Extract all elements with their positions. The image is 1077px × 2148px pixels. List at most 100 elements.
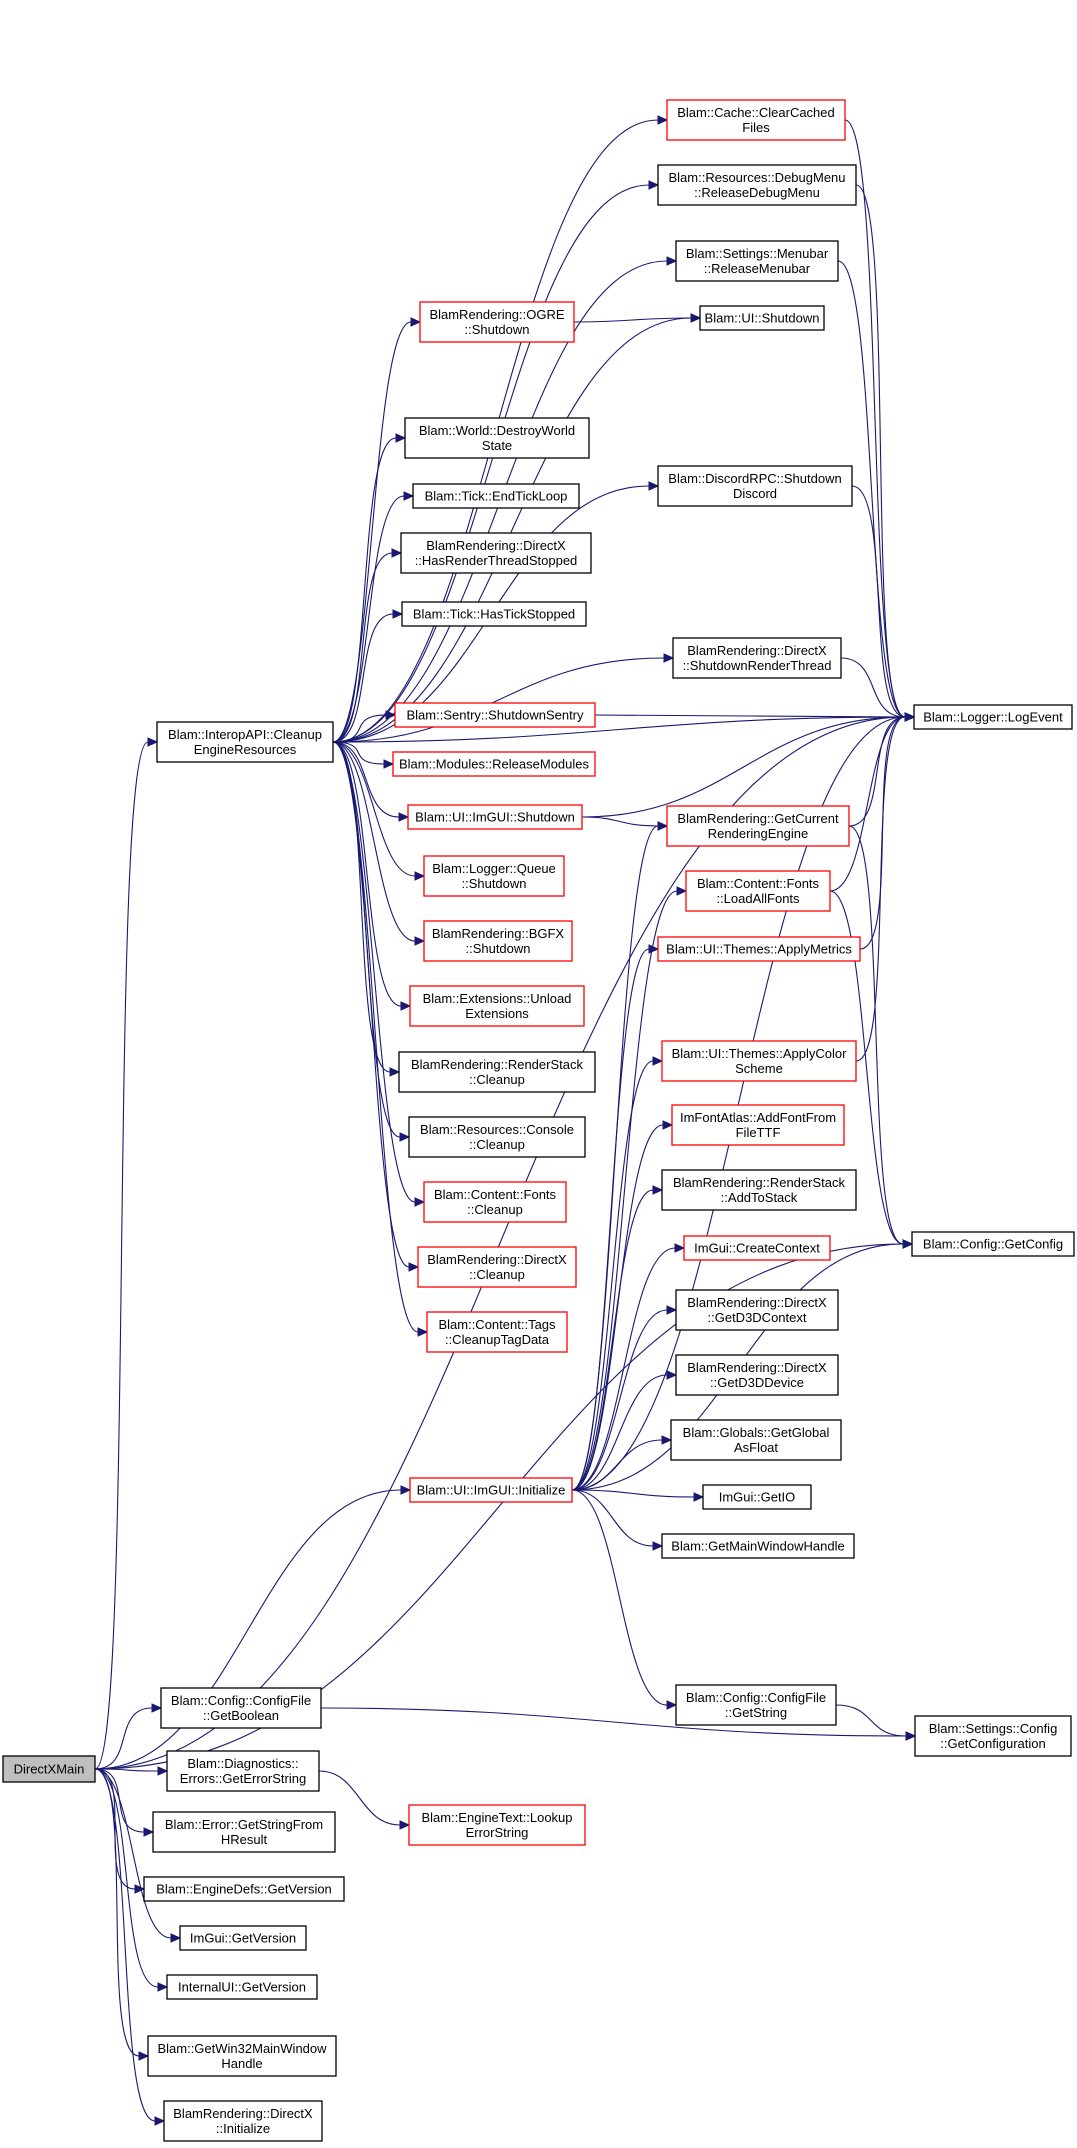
node-box (423, 855, 565, 897)
node-tick-end[interactable]: Blam::Tick::EndTickLoop (412, 483, 580, 509)
node-cfg-getstring[interactable]: Blam::Config::ConfigFile::GetString (675, 1684, 837, 1726)
node-logger-log[interactable]: Blam::Logger::LogEvent (913, 704, 1073, 730)
node-dx-shutdownrt[interactable]: BlamRendering::DirectX::ShutdownRenderTh… (672, 637, 842, 679)
edge-cleanup-to-tags-cleanup (332, 741, 429, 1337)
node-imgui-ver[interactable]: ImGui::GetVersion (179, 1925, 307, 1951)
node-dx-hasstopped[interactable]: BlamRendering::DirectX::HasRenderThreadS… (400, 532, 592, 574)
node-fonts-loadall[interactable]: Blam::Content::Fonts::LoadAllFonts (685, 870, 831, 912)
node-enginedefs-ver[interactable]: Blam::EngineDefs::GetVersion (143, 1876, 345, 1902)
node-imgui-shutdown[interactable]: Blam::UI::ImGUI::Shutdown (407, 804, 583, 830)
edge-directxmain-to-cfg-getbool (94, 1703, 163, 1770)
node-label: BlamRendering::OGRE (429, 307, 564, 322)
edge-cleanup-to-bgfx-shutdown (332, 741, 426, 946)
edge-themes-metrics-to-logger-log (859, 712, 916, 950)
node-dx-cleanup[interactable]: BlamRendering::DirectX::Cleanup (417, 1246, 577, 1288)
node-cfg-getbool[interactable]: Blam::Config::ConfigFile::GetBoolean (160, 1687, 322, 1729)
node-config-get[interactable]: Blam::Config::GetConfig (911, 1231, 1075, 1257)
node-label: ::AddToStack (721, 1190, 798, 1205)
node-sentry-shutdown[interactable]: Blam::Sentry::ShutdownSentry (394, 702, 596, 728)
node-tick-hasstopped[interactable]: Blam::Tick::HasTickStopped (401, 601, 587, 627)
node-console-cleanup[interactable]: Blam::Resources::Console::Cleanup (408, 1116, 586, 1158)
arrowhead-icon (417, 1327, 429, 1337)
node-box (675, 1684, 837, 1726)
node-box (394, 702, 596, 728)
node-diag-errstr[interactable]: Blam::Diagnostics::Errors::GetErrorStrin… (166, 1750, 320, 1792)
arrowhead-icon (663, 653, 675, 663)
node-ui-shutdown[interactable]: Blam::UI::Shutdown (699, 305, 825, 331)
node-box (675, 1354, 839, 1396)
node-box (913, 704, 1073, 730)
node-label: ::Shutdown (461, 876, 526, 891)
node-logger-queue[interactable]: Blam::Logger::Queue::Shutdown (423, 855, 565, 897)
node-imgui-createctx[interactable]: ImGui::CreateContext (683, 1235, 831, 1261)
node-box (661, 1533, 855, 1559)
node-label: ::Cleanup (469, 1267, 525, 1282)
arrowhead-icon (648, 180, 660, 190)
node-mainwindow[interactable]: Blam::GetMainWindowHandle (661, 1533, 855, 1559)
node-box (163, 2100, 323, 2142)
arrowhead-icon (674, 1243, 686, 1253)
node-box (392, 751, 596, 777)
node-debugmenu[interactable]: Blam::Resources::DebugMenu::ReleaseDebug… (657, 164, 857, 206)
node-box (156, 721, 334, 763)
node-rs-cleanup[interactable]: BlamRendering::RenderStack::Cleanup (398, 1051, 596, 1093)
node-directxmain[interactable]: DirectXMain (2, 1755, 96, 1783)
node-modules-release[interactable]: Blam::Modules::ReleaseModules (392, 751, 596, 777)
node-fonts-cleanup[interactable]: Blam::Content::Fonts::Cleanup (423, 1181, 567, 1223)
edge-directxmain-to-cleanup (94, 737, 159, 1770)
node-label: Blam::Config::GetConfig (923, 1237, 1063, 1252)
node-dx-getctx[interactable]: BlamRendering::DirectX::GetD3DContext (675, 1289, 839, 1331)
node-label: Blam::Content::Fonts (697, 876, 820, 891)
node-themes-metrics[interactable]: Blam::UI::Themes::ApplyMetrics (657, 936, 861, 962)
edge-imgui-init-to-logger-log (571, 712, 916, 1491)
node-dx-init[interactable]: BlamRendering::DirectX::Initialize (163, 2100, 323, 2142)
node-imgui-init[interactable]: Blam::UI::ImGUI::Initialize (409, 1477, 573, 1503)
arrowhead-icon (652, 1185, 664, 1195)
arrowhead-icon (414, 1197, 426, 1207)
node-imgui-getio[interactable]: ImGui::GetIO (702, 1484, 812, 1510)
node-box (702, 1484, 812, 1510)
node-label: Blam::Settings::Config (929, 1721, 1058, 1736)
node-box (675, 1289, 839, 1331)
node-bgfx-shutdown[interactable]: BlamRendering::BGFX::Shutdown (423, 920, 573, 962)
node-dx-getdev[interactable]: BlamRendering::DirectX::GetD3DDevice (675, 1354, 839, 1396)
arrowhead-icon (690, 313, 702, 323)
edge-cleanup-to-sentry-shutdown (332, 710, 397, 743)
node-label: Blam::Globals::GetGlobal (683, 1425, 830, 1440)
node-box (699, 305, 825, 331)
node-label: Blam::UI::Themes::ApplyMetrics (666, 942, 852, 957)
node-label: Blam::Logger::Queue (432, 861, 556, 876)
node-menubar[interactable]: Blam::Settings::Menubar::ReleaseMenubar (675, 240, 839, 282)
node-settings-cfg[interactable]: Blam::Settings::Config::GetConfiguration (914, 1715, 1072, 1757)
arrowhead-icon (414, 871, 426, 881)
node-box (657, 936, 861, 962)
node-label: ::Shutdown (465, 941, 530, 956)
edge-cleanup-to-ext-unload (332, 741, 412, 1011)
edge-directxmain-to-internalui-ver (94, 1768, 169, 1992)
node-tags-cleanup[interactable]: Blam::Content::Tags::CleanupTagData (426, 1311, 568, 1353)
node-rs-addtostack[interactable]: BlamRendering::RenderStack::AddToStack (661, 1169, 857, 1211)
node-ogre-shutdown[interactable]: BlamRendering::OGRE::Shutdown (419, 301, 575, 343)
edge-cleanup-to-imgui-shutdown (332, 741, 410, 822)
edge-imgui-init-to-rs-addtostack (571, 1185, 664, 1491)
node-box (666, 805, 850, 847)
node-box (166, 1750, 320, 1792)
node-internalui-ver[interactable]: InternalUI::GetVersion (166, 1974, 318, 2000)
arrowhead-icon (391, 548, 403, 558)
edge-cleanup-to-ui-shutdown (332, 313, 702, 743)
edge-cleanup-to-tick-hasstopped (332, 609, 404, 743)
node-label: Blam::Modules::ReleaseModules (399, 757, 590, 772)
node-label: ::Initialize (216, 2121, 270, 2136)
